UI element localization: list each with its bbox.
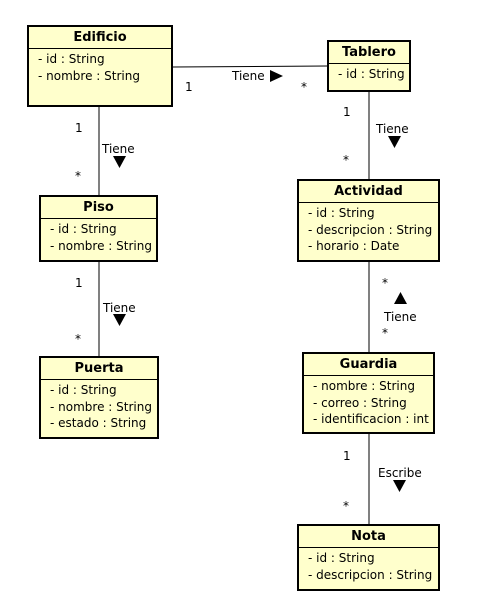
class-name: Actividad [299, 181, 438, 203]
attribute: - descripcion : String [308, 567, 433, 582]
line-edificio-tablero [172, 65, 328, 68]
class-name: Tablero [329, 42, 409, 64]
class-actividad[interactable]: Actividad - id : String - descripcion : … [297, 179, 440, 262]
direction-arrow-down-icon [388, 136, 401, 148]
class-name: Puerta [41, 358, 157, 380]
multiplicity-label: 1 [343, 449, 351, 463]
direction-arrow-down-icon [393, 480, 406, 492]
attribute: - id : String [38, 52, 105, 66]
attribute: - nombre : String [50, 399, 152, 414]
class-tablero[interactable]: Tablero - id : String [327, 40, 411, 92]
multiplicity-label: * [343, 153, 349, 167]
attribute: - id : String [50, 222, 117, 236]
class-nota[interactable]: Nota - id : String - descripcion : Strin… [297, 524, 440, 591]
attribute: - id : String [338, 67, 405, 81]
attribute: - id : String [50, 383, 117, 397]
multiplicity-label: * [75, 169, 81, 183]
attribute: - correo : String [313, 395, 407, 410]
class-name: Guardia [304, 354, 433, 376]
attribute: - id : String [308, 206, 375, 220]
attribute-list: - nombre : String - correo : String - id… [304, 376, 433, 428]
direction-arrow-up-icon [394, 292, 407, 304]
attribute-list: - id : String - nombre : String - estado… [41, 380, 157, 432]
attribute: - nombre : String [313, 379, 415, 393]
multiplicity-label: 1 [343, 105, 351, 119]
multiplicity-label: * [382, 276, 388, 290]
attribute: - descripcion : String [308, 222, 433, 237]
attribute-list: - id : String - descripcion : String [299, 548, 438, 583]
attribute-list: - id : String - nombre : String [41, 219, 156, 254]
class-name: Edificio [29, 27, 171, 49]
attribute: - estado : String [50, 416, 147, 430]
attribute: - horario : Date [308, 239, 400, 253]
class-edificio[interactable]: Edificio - id : String - nombre : String [27, 25, 173, 107]
attribute-list: - id : String [329, 64, 409, 83]
multiplicity-label: * [301, 80, 307, 94]
attribute-list: - id : String - nombre : String [29, 49, 171, 84]
class-piso[interactable]: Piso - id : String - nombre : String [39, 195, 158, 262]
multiplicity-label: 1 [185, 80, 193, 94]
association-label: Escribe [378, 466, 422, 480]
class-name: Piso [41, 197, 156, 219]
attribute: - id : String [308, 551, 375, 565]
direction-arrow-right-icon [270, 70, 283, 82]
multiplicity-label: * [382, 326, 388, 340]
association-label: Tiene [232, 69, 265, 83]
direction-arrow-down-icon [113, 156, 126, 168]
attribute: - nombre : String [50, 238, 152, 253]
attribute: - identificacion : int [313, 412, 429, 426]
multiplicity-label: * [75, 332, 81, 346]
multiplicity-label: * [343, 499, 349, 513]
class-name: Nota [299, 526, 438, 548]
multiplicity-label: 1 [75, 276, 83, 290]
association-label: Tiene [384, 310, 417, 324]
class-puerta[interactable]: Puerta - id : String - nombre : String -… [39, 356, 159, 439]
association-label: Tiene [102, 142, 135, 156]
attribute-list: - id : String - descripcion : String - h… [299, 203, 438, 255]
association-label: Tiene [376, 122, 409, 136]
class-guardia[interactable]: Guardia - nombre : String - correo : Str… [302, 352, 435, 434]
direction-arrow-down-icon [113, 314, 126, 326]
multiplicity-label: 1 [75, 121, 83, 135]
association-label: Tiene [103, 301, 136, 315]
attribute: - nombre : String [38, 68, 140, 83]
